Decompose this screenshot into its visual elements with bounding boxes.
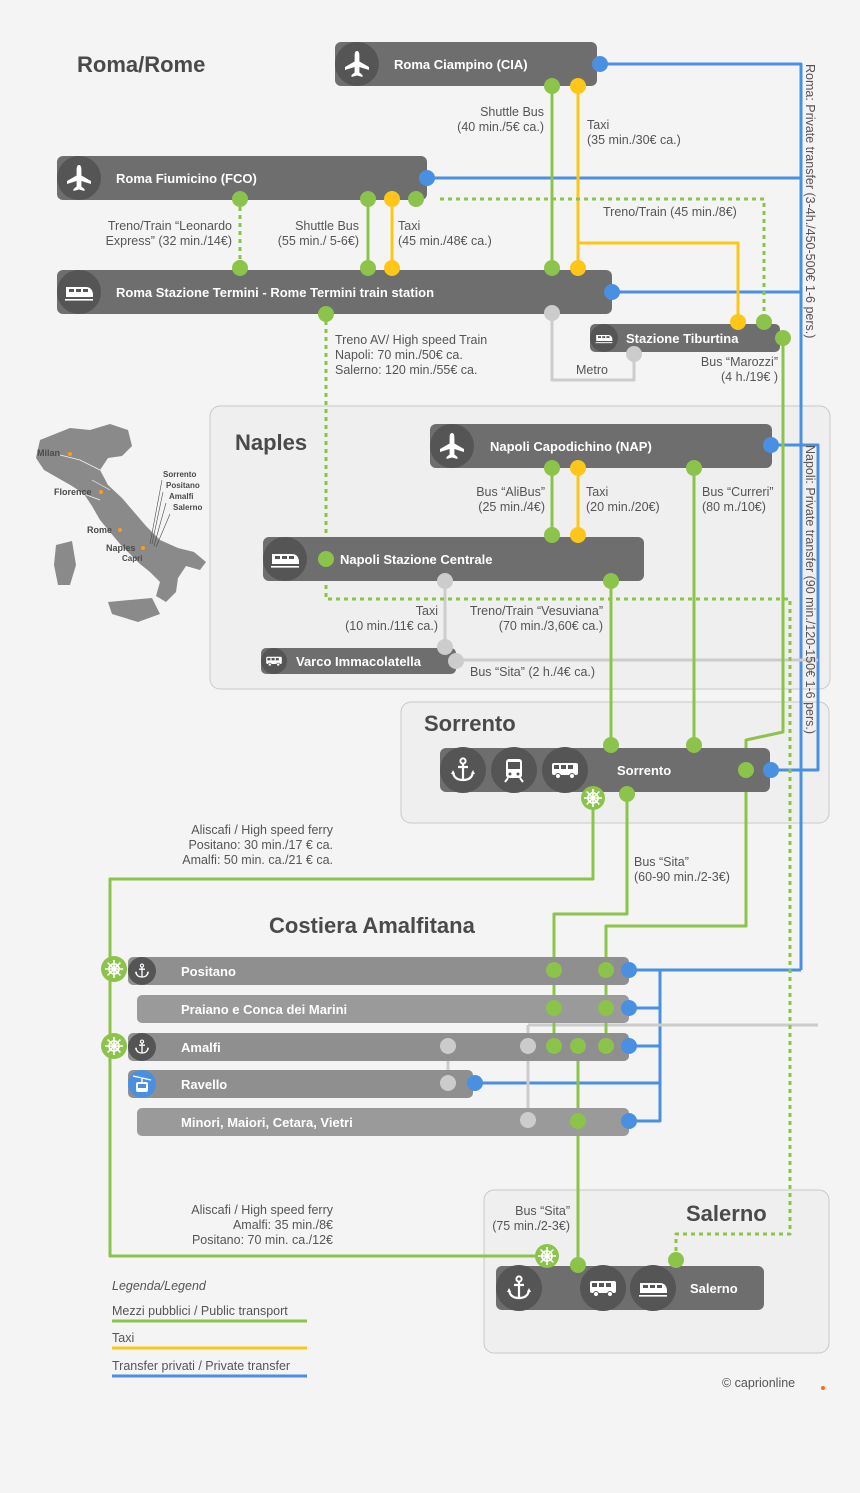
label-bus-sita-varco: Bus “Sita” (2 h./4€ ca.) [470, 665, 595, 679]
section-salerno: Salerno [686, 1201, 767, 1226]
label-nap-taxi: Taxi(20 min./20€) [586, 485, 660, 514]
legend-private: Transfer privati / Private transfer [112, 1359, 290, 1373]
label-napoli-private-transfer: Napoli: Private transfer (90 min./120-15… [803, 445, 817, 734]
station-minori: Minori, Maiori, Cetara, Vietri [181, 1115, 353, 1130]
label-fco-shuttle: Shuttle Bus(55 min./ 5-6€) [278, 219, 359, 248]
station-ravello: Ravello [181, 1077, 227, 1092]
station-varco: Varco Immacolatella [296, 654, 422, 669]
label-bus-sita-sorrento: Bus “Sita”(60-90 min./2-3€) [634, 855, 730, 884]
italy-map: Milan Florence Rome Naples Capri Sorrent… [36, 424, 206, 622]
map-label-florence: Florence [54, 487, 92, 497]
section-amalfi-coast: Costiera Amalfitana [269, 913, 476, 938]
label-roma-private-transfer: Roma: Private transfer (3-4h./450-500€ 1… [803, 64, 817, 338]
map-label-milan: Milan [37, 448, 60, 458]
label-metro: Metro [576, 363, 608, 377]
station-praiano: Praiano e Conca dei Marini [181, 1002, 347, 1017]
station-capodichino: Napoli Capodichino (NAP) [490, 439, 652, 454]
route-lines [108, 62, 820, 1265]
route-labels: Shuttle Bus(40 min./5€ ca.) Taxi(35 min.… [106, 64, 817, 1247]
legend-public: Mezzi pubblici / Public transport [112, 1304, 288, 1318]
label-curreri: Bus “Curreri”(80 m./10€) [702, 485, 774, 514]
ship-wheel-icon [104, 1036, 124, 1056]
station-ciampino: Roma Ciampino (CIA) [394, 57, 528, 72]
label-ciampino-taxi: Taxi(35 min./30€ ca.) [587, 118, 681, 147]
station-bars: Roma Ciampino (CIA) Roma Fiumicino (FCO)… [57, 42, 780, 1311]
ship-wheel-icon [583, 788, 603, 808]
legend-taxi: Taxi [112, 1331, 134, 1345]
map-label-positano: Positano [166, 481, 200, 490]
legend: Legenda/Legend Mezzi pubblici / Public t… [112, 1279, 307, 1378]
section-sorrento: Sorrento [424, 711, 516, 736]
station-positano: Positano [181, 964, 236, 979]
map-label-rome: Rome [87, 525, 112, 535]
station-termini: Roma Stazione Termini - Rome Termini tra… [116, 285, 434, 300]
station-napoli-centrale: Napoli Stazione Centrale [340, 552, 492, 567]
legend-title: Legenda/Legend [112, 1279, 207, 1293]
section-roma: Roma/Rome [77, 52, 205, 77]
station-salerno: Salerno [690, 1281, 738, 1296]
station-fiumicino: Roma Fiumicino (FCO) [116, 171, 257, 186]
map-label-naples: Naples [106, 543, 136, 553]
map-label-amalfi: Amalfi [169, 492, 193, 501]
map-label-capri: Capri [122, 554, 142, 563]
copyright: © caprionline [722, 1376, 795, 1390]
ship-wheel-icon [537, 1246, 557, 1266]
map-label-salerno: Salerno [173, 503, 202, 512]
map-label-sorrento: Sorrento [163, 470, 196, 479]
station-sorrento: Sorrento [617, 763, 671, 778]
station-amalfi: Amalfi [181, 1040, 221, 1055]
label-bus-sita-salerno: Bus “Sita”(75 min./2-3€) [492, 1204, 570, 1233]
label-vesuviana: Treno/Train “Vesuviana”(70 min./3,60€ ca… [470, 604, 603, 633]
label-ciampino-shuttle: Shuttle Bus(40 min./5€ ca.) [457, 105, 544, 134]
label-fco-taxi: Taxi(45 min./48€ ca.) [398, 219, 492, 248]
section-naples: Naples [235, 430, 307, 455]
route-nodes [101, 56, 791, 1273]
station-tiburtina: Stazione Tiburtina [626, 331, 739, 346]
label-centrale-taxi: Taxi(10 min./11€ ca.) [345, 604, 438, 633]
label-fco-train-tiburtina: Treno/Train (45 min./8€) [603, 205, 737, 219]
label-marozzi: Bus “Marozzi”(4 h./19€ ) [701, 355, 778, 384]
ship-wheel-icon [104, 959, 124, 979]
label-alibus: Bus “AliBus”(25 min./4€) [476, 485, 545, 514]
